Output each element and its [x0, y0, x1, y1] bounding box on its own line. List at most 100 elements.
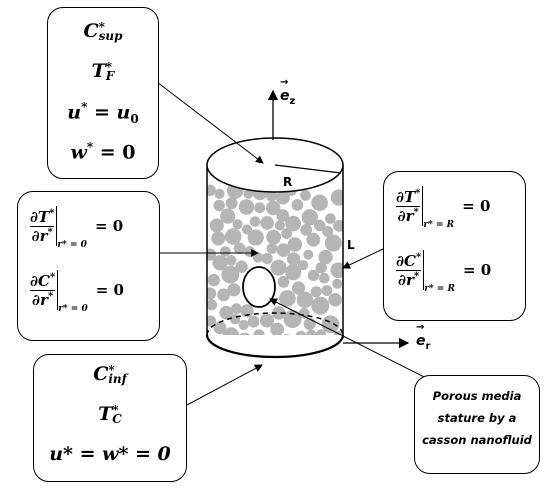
- particle: [281, 228, 292, 240]
- particle: [232, 219, 243, 230]
- bottom-box-arrow: [186, 364, 263, 406]
- particle: [277, 276, 290, 288]
- left-dC-dr: ∂C* ∂r* r* = 0= 0: [30, 270, 124, 314]
- particle: [239, 332, 251, 335]
- particle: [209, 218, 224, 233]
- particle: [276, 209, 290, 222]
- note-line-3: casson nanofluid: [422, 433, 532, 447]
- particle: [311, 194, 328, 212]
- particle: [294, 342, 304, 352]
- top-concentration: C*sup: [83, 20, 123, 43]
- bottom-temperature: T*C: [98, 403, 122, 426]
- particle: [207, 184, 216, 196]
- particle: [282, 334, 291, 335]
- particle: [322, 226, 334, 237]
- particle: [227, 283, 241, 297]
- particle: [238, 199, 255, 215]
- particle: [243, 188, 254, 199]
- particle: [321, 315, 340, 334]
- particle: [272, 306, 286, 320]
- particle: [298, 260, 309, 271]
- bottom-velocity: u* = w* = 0: [49, 443, 171, 465]
- particle: [291, 199, 304, 211]
- particle: [235, 260, 248, 273]
- particle: [298, 307, 310, 319]
- length-label: L: [347, 238, 355, 252]
- particle: [307, 269, 320, 282]
- particle: [325, 213, 336, 224]
- particle: [231, 303, 242, 315]
- particle: [333, 220, 343, 232]
- particle: [220, 208, 236, 224]
- top-velocity-u: u* = u0: [67, 100, 139, 127]
- particle: [225, 255, 237, 266]
- particle: [244, 246, 256, 257]
- particle: [238, 319, 249, 330]
- bottom-boundary-box: C*inf T*C u* = w* = 0: [33, 354, 187, 482]
- particle: [261, 253, 273, 265]
- right-box-arrow: [342, 248, 384, 269]
- particle: [296, 291, 314, 308]
- particle: [311, 296, 330, 315]
- particle: [249, 216, 261, 227]
- particle: [283, 310, 302, 328]
- particle: [207, 315, 217, 327]
- particle: [301, 209, 318, 226]
- particle: [318, 249, 333, 265]
- particle: [315, 262, 327, 274]
- particle: [262, 335, 273, 346]
- ez-label: → ez: [280, 77, 296, 107]
- right-dC-dr: ∂C* ∂r* r* = R= 0: [396, 250, 492, 294]
- particle: [270, 259, 287, 276]
- particle: [303, 249, 314, 260]
- particle: [266, 243, 278, 254]
- particle: [213, 321, 227, 335]
- particle: [240, 304, 254, 318]
- particle: [212, 255, 228, 271]
- particle: [305, 329, 317, 335]
- top-boundary-box: C*sup T*F u* = u0 w* = 0: [47, 7, 159, 179]
- particle: [207, 248, 217, 261]
- particle: [253, 329, 265, 335]
- particle: [219, 305, 234, 320]
- particle: [291, 281, 306, 295]
- particle: [276, 243, 291, 257]
- radius-label: R: [283, 175, 293, 189]
- particle: [217, 288, 231, 302]
- particle: [260, 216, 274, 230]
- note-line-1: Porous media: [432, 389, 522, 403]
- particle: [247, 315, 260, 328]
- particle: [213, 199, 225, 212]
- top-box-arrow: [156, 81, 264, 164]
- particle: [287, 237, 302, 252]
- particle: [207, 287, 217, 300]
- particle: [295, 330, 307, 335]
- particle: [324, 234, 342, 252]
- particle: [286, 252, 301, 266]
- particle: [315, 329, 327, 335]
- particle: [330, 262, 343, 278]
- particle: [211, 231, 226, 246]
- particle: [266, 229, 281, 245]
- particle: [207, 299, 218, 311]
- porous-particles: [207, 182, 343, 352]
- particle: [220, 246, 231, 257]
- particle: [247, 229, 264, 246]
- particle: [274, 220, 285, 231]
- note-box-arrow: [269, 298, 439, 385]
- particle: [330, 189, 343, 206]
- particle: [300, 189, 311, 201]
- particle: [224, 228, 242, 245]
- particle: [207, 273, 220, 287]
- particle: [328, 293, 342, 307]
- particle: [285, 264, 302, 281]
- particle: [214, 188, 225, 199]
- particle: [266, 200, 281, 216]
- particle: [221, 265, 240, 284]
- particle: [310, 286, 322, 298]
- particle: [306, 232, 321, 247]
- particle: [241, 224, 253, 235]
- top-temperature: T*F: [91, 60, 115, 83]
- particle: [319, 272, 330, 284]
